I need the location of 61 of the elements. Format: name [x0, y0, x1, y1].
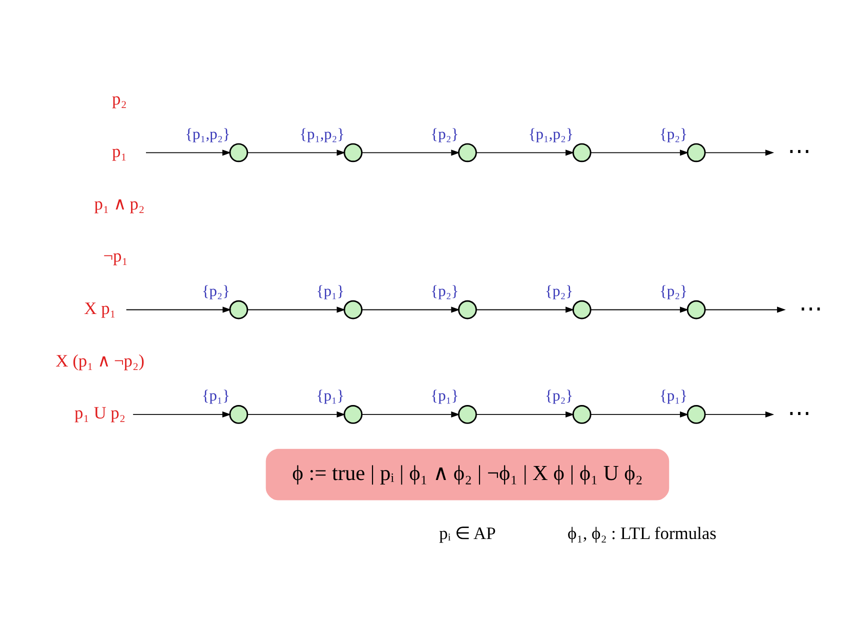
node-circle: [572, 143, 592, 162]
label: X (p₁ ∧ ¬p₂): [56, 350, 144, 370]
node-circle: [686, 143, 706, 162]
arrow: [247, 306, 346, 313]
node-label: {p₂}: [202, 282, 230, 300]
node-label: {p₁,p₂}: [185, 126, 230, 143]
arrow: [362, 150, 460, 156]
node-text: ⋯: [799, 296, 822, 322]
node-text: p₁: [112, 140, 127, 161]
label: ϕ₁, ϕ₂ : LTL formulas: [568, 522, 716, 543]
arrow: [476, 411, 574, 418]
node-circle: [458, 300, 477, 320]
node-circle: [572, 405, 592, 424]
node-label: {p₁}: [659, 388, 688, 405]
node-circle: [229, 405, 248, 424]
node-label: {p₁}: [430, 388, 459, 405]
node-circle: [458, 405, 477, 424]
node-label: {p₁}: [316, 388, 344, 405]
node-circle: [344, 405, 363, 424]
label: pᵢ ∈ AP: [439, 522, 496, 543]
arrow: [590, 306, 689, 313]
node-label: {p₁,p₂}: [300, 126, 345, 143]
arrow: [590, 411, 689, 418]
arrow: [704, 306, 786, 313]
node-circle: [572, 300, 592, 320]
node-circle: [229, 300, 248, 320]
node-circle: [344, 300, 363, 320]
node-label: {p₁}: [316, 282, 344, 300]
node-text: X p₁: [84, 298, 116, 318]
label: p₁ ∧ p₂: [94, 193, 145, 214]
node-circle: [344, 143, 363, 162]
node-label: {p₁}: [202, 388, 230, 405]
node-circle: [686, 300, 706, 320]
node-circle: [686, 405, 706, 424]
arrow: [362, 411, 460, 418]
node-label: {p₂}: [545, 388, 574, 405]
label: p₂: [112, 88, 127, 109]
arrow: [476, 150, 574, 156]
arrow: [704, 150, 774, 156]
node-label: {p₂}: [659, 282, 688, 300]
node-circle: [458, 143, 477, 162]
arrow: [126, 306, 232, 313]
node-text: p₁ U p₂: [74, 402, 126, 423]
arrow: [132, 411, 232, 418]
label: ¬p₁: [103, 246, 128, 266]
node-label: {p₂}: [545, 282, 574, 300]
arrow: [476, 306, 574, 313]
node-box: ϕ := true | pᵢ | ϕ₁ ∧ ϕ₂ | ¬ϕ₁ | X ϕ | ϕ₁ U ϕ₂: [266, 448, 670, 500]
arrow: [145, 150, 232, 156]
arrow: [704, 411, 774, 418]
node-label: {p₁,p₂}: [528, 126, 574, 143]
node-text: ⋯: [788, 138, 811, 165]
arrow: [362, 306, 460, 313]
node-text: ⋯: [788, 400, 811, 426]
arrow: [590, 150, 689, 156]
node-label: {p₂}: [430, 126, 459, 143]
node-label: {p₂}: [430, 282, 459, 300]
arrow: [247, 411, 346, 418]
arrow: [247, 150, 346, 156]
node-circle: [229, 143, 248, 162]
node-label: {p₂}: [659, 126, 688, 143]
